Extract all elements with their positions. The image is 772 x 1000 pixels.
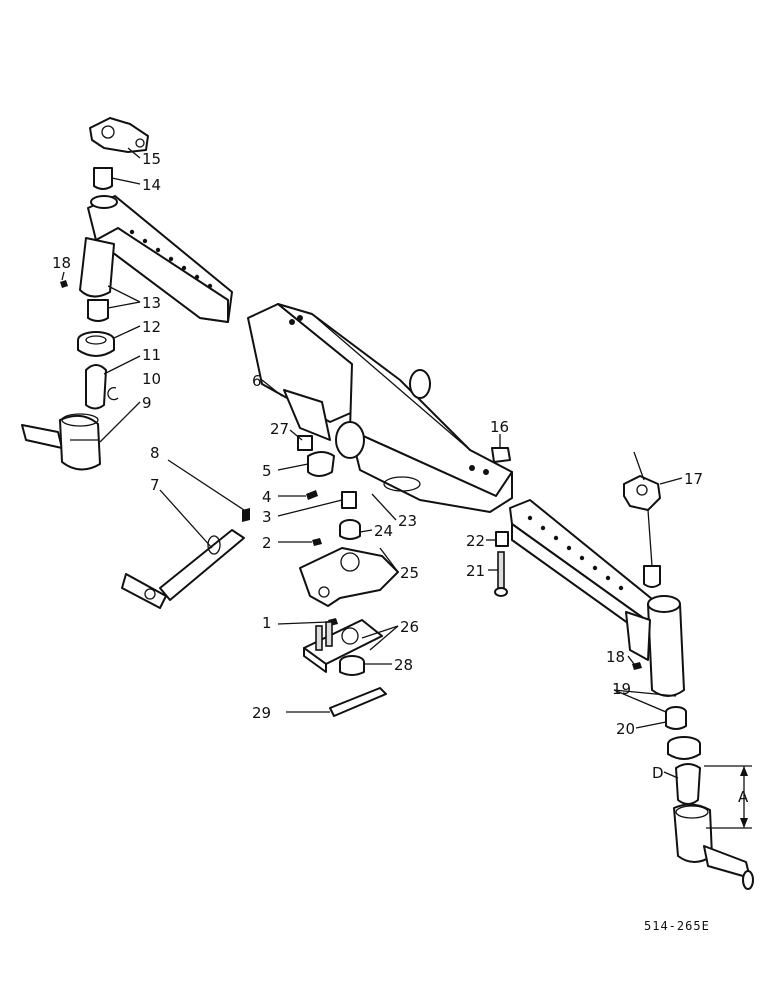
bracket-25 (299, 547, 399, 607)
callout-3: 3 (262, 508, 272, 526)
dimension-a: A (704, 765, 752, 829)
bushing-13 (87, 299, 109, 322)
callout-21: 21 (466, 562, 485, 580)
callout-12: 12 (142, 318, 161, 336)
callout-11: 11 (142, 346, 161, 364)
seal-ring-right (667, 736, 701, 760)
callout-23: 23 (398, 512, 417, 530)
callout-16: 16 (490, 418, 509, 436)
plate-26 (303, 619, 383, 673)
clip-10 (107, 386, 119, 401)
steering-arm-right (623, 475, 661, 511)
nut-16 (491, 447, 511, 463)
bushing-14 (93, 167, 113, 190)
washer-22 (495, 531, 509, 547)
callout-28: 28 (394, 656, 413, 674)
callout-15: 15 (142, 150, 161, 168)
callout-18-right: 18 (606, 648, 625, 666)
callout-17: 17 (684, 470, 703, 488)
spindle-right (673, 803, 754, 890)
callout-13: 13 (142, 294, 161, 312)
grease-fitting-18-right (632, 662, 642, 670)
bushing-5 (307, 451, 335, 477)
callout-d: D (652, 764, 664, 782)
callout-9: 9 (142, 394, 152, 412)
king-pin-11 (85, 364, 107, 410)
figure-reference: 514-265E (644, 919, 710, 933)
screw-8 (242, 508, 250, 522)
callout-5: 5 (262, 462, 272, 480)
left-axle-extension (79, 195, 233, 323)
callout-14: 14 (142, 176, 161, 194)
fitting-2 (312, 538, 322, 546)
callout-25: 25 (400, 564, 419, 582)
callout-2: 2 (262, 534, 272, 552)
spindle-9 (21, 413, 101, 471)
seal-ring-12 (77, 331, 115, 357)
callout-10: 10 (142, 370, 161, 388)
bushing-20 (665, 706, 687, 730)
callout-29: 29 (252, 704, 271, 722)
callout-8: 8 (150, 444, 160, 462)
steering-arm-top-left (89, 117, 149, 153)
callout-27: 27 (270, 420, 289, 438)
callout-26: 26 (400, 618, 419, 636)
callout-20: 20 (616, 720, 635, 738)
bushing-28 (339, 655, 365, 676)
callout-labels: 15 14 18 13 12 11 10 9 8 7 6 27 5 4 3 2 … (52, 150, 710, 933)
callout-4: 4 (262, 488, 272, 506)
bushing-right-upper (643, 565, 661, 588)
callout-24: 24 (374, 522, 393, 540)
washer-3 (341, 491, 357, 509)
fitting-4 (306, 490, 318, 500)
pivot-pin-7 (121, 529, 245, 609)
callout-7: 7 (150, 476, 160, 494)
strap-29 (329, 687, 387, 717)
center-axle-beam (247, 303, 513, 513)
grease-fitting-18-left (60, 280, 68, 288)
callout-6: 6 (252, 372, 262, 390)
callout-19: 19 (612, 680, 631, 698)
callout-1: 1 (262, 614, 272, 632)
callout-18-left: 18 (52, 254, 71, 272)
callout-22: 22 (466, 532, 485, 550)
bushing-24 (339, 519, 361, 540)
king-pin-right (675, 763, 701, 805)
dimension-label-a: A (738, 788, 749, 806)
right-axle-extension (509, 499, 685, 697)
bolt-21 (494, 551, 508, 597)
leader-lines (61, 147, 683, 779)
